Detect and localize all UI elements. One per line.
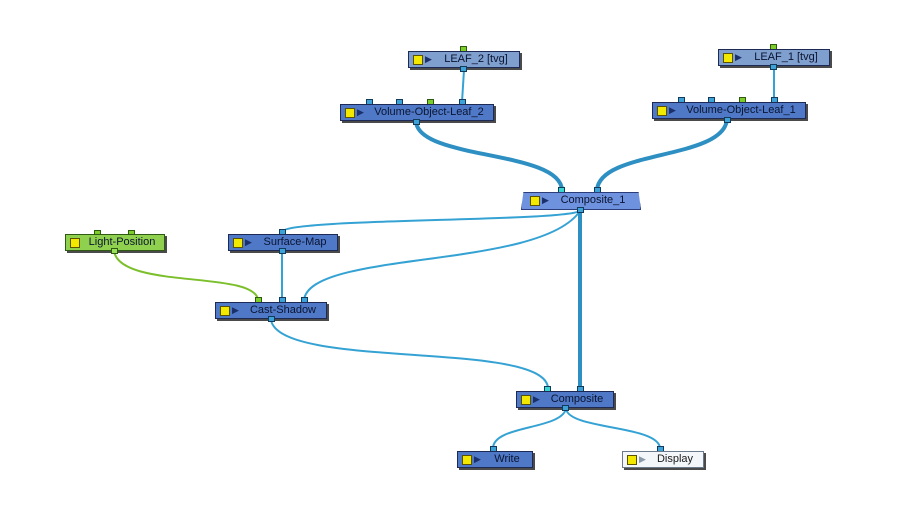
play-arrow-icon: ▶ [669,105,676,115]
play-arrow-icon: ▶ [533,394,540,404]
node-label: Cast-Shadow [249,304,317,316]
volume1-output-port[interactable] [724,117,731,123]
wire-light-to-castshadow [113,250,259,301]
node-write[interactable]: ▶ Write [457,451,533,468]
node-label: Surface-Map [263,236,327,248]
node-label: Composite [550,393,604,405]
node-leaf1[interactable]: ▶ LEAF_1 [tvg] [718,49,830,66]
node-leaf2[interactable]: ▶ LEAF_2 [tvg] [408,51,520,68]
wire-composite1-to-surfacemap [281,210,581,233]
play-arrow-icon: ▶ [232,305,239,315]
enable-toggle-icon[interactable] [657,106,667,116]
play-arrow-icon: ▶ [735,52,742,62]
enable-toggle-icon[interactable] [521,395,531,405]
volume2-output-port[interactable] [413,119,420,125]
enable-toggle-icon[interactable] [70,238,80,248]
enable-toggle-icon[interactable] [345,108,355,118]
enable-toggle-icon[interactable] [530,196,540,206]
enable-toggle-icon[interactable] [462,455,472,465]
play-arrow-icon: ▶ [425,54,432,64]
node-label: Volume-Object-Leaf_2 [374,106,484,118]
play-arrow-icon: ▶ [639,454,646,464]
wire-leaf2-to-volume2 [461,69,465,103]
play-arrow-icon: ▶ [245,237,252,247]
cast-shadow-output-port[interactable] [268,316,275,322]
node-label: Display [656,453,694,465]
enable-toggle-icon[interactable] [413,55,423,65]
play-arrow-icon: ▶ [474,454,481,464]
node-label: Composite_1 [560,194,626,206]
leaf1-output-port[interactable] [770,64,777,70]
enable-toggle-icon[interactable] [627,455,637,465]
wire-composite-to-display [565,408,661,449]
surface-map-output-port[interactable] [279,248,286,254]
node-label: Write [494,453,520,465]
leaf2-output-port[interactable] [460,66,467,72]
enable-toggle-icon[interactable] [220,306,230,316]
play-arrow-icon: ▶ [357,107,364,117]
wire-castshadow-to-composite [270,319,549,389]
wire-volume1-to-composite1 [595,119,729,191]
node-label: LEAF_1 [tvg] [754,51,818,63]
enable-toggle-icon[interactable] [723,53,733,63]
node-label: LEAF_2 [tvg] [444,53,508,65]
node-label: Volume-Object-Leaf_1 [686,104,796,116]
play-arrow-icon: ▶ [542,195,549,205]
composite-output-port[interactable] [562,405,569,411]
wire-composite1-to-castshadow [303,210,581,301]
enable-toggle-icon[interactable] [233,238,243,248]
light-position-output-port[interactable] [111,248,118,254]
node-display[interactable]: ▶ Display [622,451,704,468]
composite1-output-port[interactable] [577,207,584,213]
wire-volume2-to-composite1 [414,121,564,191]
node-label: Light-Position [88,236,156,248]
wire-composite-to-write [492,408,567,449]
node-light-position[interactable]: Light-Position [65,234,165,251]
